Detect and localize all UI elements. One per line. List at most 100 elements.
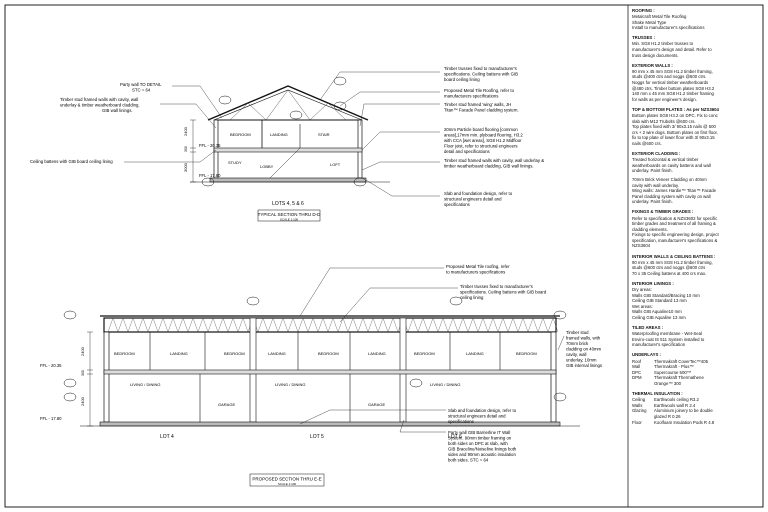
svg-text:Slab and foundation design, re: Slab and foundation design, refer to <box>444 191 513 196</box>
spec-section: INTERIOR LININGS :Dry areas:Walls GIB St… <box>632 281 762 321</box>
svg-text:sides and 90mm acoustic insula: sides and 90mm acoustic insulation <box>448 452 516 457</box>
lower-dim-2400-top: 2400 <box>80 346 85 356</box>
svg-text:areas],17mm min. plyboard floo: areas],17mm min. plyboard flooring, H3.2 <box>444 133 523 138</box>
lower-dim-ticks <box>87 331 93 427</box>
svg-text:LANDING: LANDING <box>268 351 286 356</box>
svg-text:both sides on DPC at slab, wit: both sides on DPC at slab, with <box>448 441 508 446</box>
spec-line: manufacturer's design and detail. Refer … <box>632 47 712 53</box>
spec-heading: INTERIOR LININGS : <box>632 280 674 286</box>
lower-ground-rooms: LIVING / DINING GARAGE LIVING / DINING G… <box>130 382 460 407</box>
spec-line: Dry areas: <box>632 287 652 293</box>
spec-heading: UNDERLAYS : <box>632 352 661 358</box>
spec-line: Waterproofing membrane - Wet-Seal <box>632 331 702 337</box>
svg-text:Ceiling battens with GIB board: Ceiling battens with GIB board ceiling l… <box>30 159 113 164</box>
svg-text:specifications. Ceiling batten: specifications. Ceiling battens with GIB… <box>460 290 547 295</box>
upper-ffl-lower: FFL - 17.80 <box>199 173 221 178</box>
spec-heading: TILED AREAS : <box>632 325 664 331</box>
svg-text:framed walls, with: framed walls, with <box>566 336 601 341</box>
upper-room-loft: LOFT <box>330 162 341 167</box>
lower-lot-5: LOT 5 <box>310 434 324 440</box>
spec-line: studs @600 ctrs and noggs @600 ctrs <box>632 265 706 271</box>
sheet-border <box>4 4 764 508</box>
svg-text:cladding on 40mm: cladding on 40mm <box>566 347 602 352</box>
spec-line: Metalcraft Metal Tile Roofing <box>632 14 687 20</box>
svg-text:GIB wall linings.: GIB wall linings. <box>102 108 133 113</box>
upper-room-landing: LANDING <box>270 132 288 137</box>
spec-line: 140 mm x 45 mm SG8 H1.2 timber framing <box>632 91 714 97</box>
svg-text:Party wall GIB Barrierline IT: Party wall GIB Barrierline IT Wall <box>448 430 510 435</box>
svg-text:underlay, 10mm: underlay, 10mm <box>566 358 597 363</box>
spec-line: Install to manufacturer's specifications <box>632 25 705 31</box>
spec-row: glazed R 0.26 <box>654 413 681 419</box>
svg-text:Timber trusses fixed to manufa: Timber trusses fixed to manufacturer's <box>444 66 517 71</box>
spec-row: Orange™ 300 <box>654 380 681 386</box>
svg-text:Floor joist, refer to structur: Floor joist, refer to structural enginee… <box>444 144 518 149</box>
lower-ffl-lower: FFL - 17.80 <box>40 416 62 421</box>
spec-line: cladding elements. <box>632 226 668 232</box>
svg-text:STC = 64: STC = 64 <box>132 88 151 93</box>
upper-dim-2400: 2400 <box>183 126 188 136</box>
lower-dim-300: 300 <box>81 370 85 376</box>
section-e-e: BEDROOM LANDING BEDROOM LANDING BEDROOM … <box>40 296 580 487</box>
svg-text:Timber trusses fixed to manufa: Timber trusses fixed to manufacturer's <box>460 284 533 289</box>
upper-slab <box>209 177 367 183</box>
lower-slab <box>99 421 561 427</box>
spec-heading: EXTERIOR CLADDING : <box>632 151 681 157</box>
spec-section: FIXINGS & TIMBER GRADES :Refer to specif… <box>632 209 762 249</box>
upper-dim-3000: 3000 <box>183 162 188 172</box>
upper-notes: Party wall TO DETAIL STC = 64 Timber stu… <box>30 66 544 207</box>
spec-line: weatherboards on cavity battens and wall <box>632 162 711 168</box>
upper-section-title: TYPICAL SECTION THRU D-D <box>258 212 322 217</box>
lower-section-scale: SCALE 1:100 <box>278 482 297 486</box>
spec-line: @480 ctrs. Timber bottom plates SG8 H3.2 <box>632 85 715 91</box>
svg-text:LIVING / DINING: LIVING / DINING <box>130 382 160 387</box>
lower-lot-4: LOT 4 <box>160 434 174 440</box>
svg-text:structural engineers detail an: structural engineers detail and <box>448 414 506 419</box>
lower-detail-tags <box>63 296 567 402</box>
upper-section-scale: SCALE 1:100 <box>280 218 299 222</box>
spec-line: timber grades and treatment of all frami… <box>632 221 716 227</box>
lower-midfloor <box>103 369 557 375</box>
lower-roof-band <box>103 317 557 333</box>
spec-line: 90 mm x 45 mm SG8 H1.2 timber framing, <box>632 68 713 74</box>
svg-text:structural engineers detail an: structural engineers detail and <box>444 197 502 202</box>
spec-line: underlay. Paint finish. <box>632 168 673 174</box>
svg-text:timber weatherboard cladding,: timber weatherboard cladding, GIB wall l… <box>444 164 534 169</box>
svg-text:both sides. STC = 64: both sides. STC = 64 <box>448 458 489 463</box>
svg-text:LANDING: LANDING <box>368 351 386 356</box>
svg-text:LANDING: LANDING <box>466 351 484 356</box>
upper-truss-webs <box>229 89 347 121</box>
section-d-d: BEDROOM LANDING STAIR STUDY LOBBY LOFT 2… <box>183 76 390 222</box>
spec-line: Min. SG8 H1.2 timber trusses to <box>632 41 694 47</box>
upper-room-stair: STAIR <box>318 132 330 137</box>
lower-wall-right <box>550 331 557 423</box>
upper-dim-300: 300 <box>184 146 188 152</box>
svg-text:specifications. Ceiling batten: specifications. Ceiling battens with GIB <box>444 72 518 77</box>
upper-dim-ticks <box>190 119 196 183</box>
spec-heading: TOP & BOTTOM PLATES : As per NZS3604 <box>632 106 719 112</box>
spec-line: 70 x 35 Ceiling battens at 400 crs max. <box>632 270 707 276</box>
spec-line: Bottom plates SG8 H3.2 on DPC. Fix to co… <box>632 113 718 118</box>
upper-room-study: STUDY <box>228 160 242 165</box>
spec-line: Top plates fixed with 3/ 90x3.15 nails @… <box>632 124 716 130</box>
spec-section: TRUSSES :Min. SG8 H1.2 timber trusses to… <box>632 35 762 58</box>
spec-line: Walls GIB Aqualine10 mm <box>632 309 682 315</box>
svg-text:Timber stud: Timber stud <box>566 330 589 335</box>
upper-stair <box>269 147 301 179</box>
svg-text:manufacturers specifications: manufacturers specifications <box>444 94 498 99</box>
svg-text:BEDROOM: BEDROOM <box>414 351 435 356</box>
lower-upper-rooms: BEDROOM LANDING BEDROOM LANDING BEDROOM … <box>114 351 537 356</box>
svg-text:Proposed Metal Tile roofing, r: Proposed Metal Tile roofing, refer <box>446 264 510 269</box>
svg-text:Timber stud framed 'wing' wall: Timber stud framed 'wing' walls, JH <box>444 102 511 107</box>
svg-text:detail and specifications: detail and specifications <box>444 149 490 154</box>
spec-line: Fixings to specific engineering design, … <box>632 232 719 238</box>
spec-line: Enviro-coat IS 511 System installed to <box>632 336 705 342</box>
